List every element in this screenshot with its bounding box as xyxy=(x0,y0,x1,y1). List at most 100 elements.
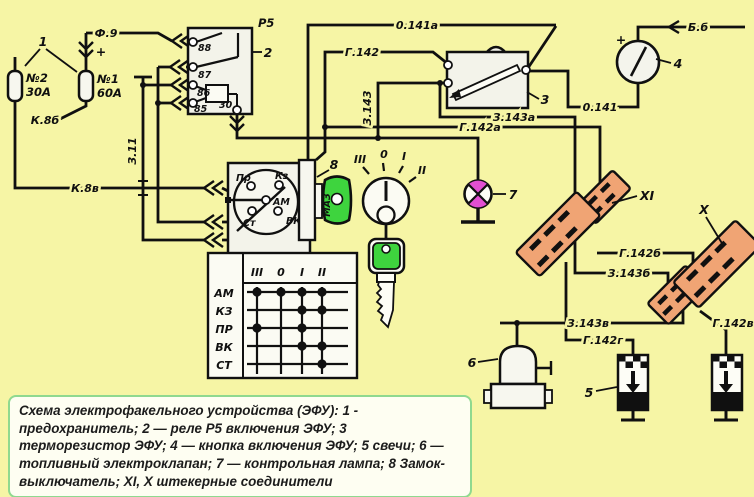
caption-box: Схема электрофакельного устройства (ЭФУ)… xyxy=(8,395,472,497)
key-blade xyxy=(375,281,395,329)
relay-terminal-30 xyxy=(232,105,242,115)
label-kz: Кз xyxy=(275,171,289,182)
label-pr: Пр xyxy=(236,173,251,184)
table-mark xyxy=(252,323,262,333)
connector-x-label: X xyxy=(698,202,710,217)
relay-terminal-88 xyxy=(188,37,198,47)
table-mark xyxy=(317,359,327,369)
relay-terminal-85 xyxy=(188,98,198,108)
wire-o141 xyxy=(526,69,640,109)
button-actuator xyxy=(629,46,648,77)
junction-dots xyxy=(140,80,520,326)
callout-7: 7 xyxy=(509,187,518,202)
lamp-bottom-quadrant xyxy=(468,194,488,208)
valve-tab-left xyxy=(483,389,492,404)
table-mark xyxy=(297,287,307,297)
wire-label-o141a: 0.141а xyxy=(396,19,438,32)
chevron-icon xyxy=(168,77,191,93)
row-am: АМ xyxy=(213,287,234,300)
wire-z143-up xyxy=(376,81,448,138)
wire-label-z143: З.143 xyxy=(361,90,374,125)
wire-labels: Ф.9 К.8б К.8в З.11 0.141а 0.141 Б.б Г.14… xyxy=(28,17,754,350)
wire-label-z11: З.11 xyxy=(126,137,139,164)
chevron-icon xyxy=(201,180,224,196)
chevron-icon xyxy=(201,232,224,248)
contact-table: III 0 I II АМ КЗ ПР ВК СТ xyxy=(206,251,359,380)
pos-II: II xyxy=(418,164,426,177)
col-I: I xyxy=(300,266,304,279)
wire-bb xyxy=(636,25,745,42)
button-plus: + xyxy=(616,32,626,47)
relay-title: Р5 xyxy=(258,16,274,30)
valve-base xyxy=(489,382,547,410)
glow-plug-left xyxy=(616,353,650,412)
fuse-1-icon xyxy=(77,69,95,103)
pos-III: III xyxy=(354,153,366,166)
chevron-icon xyxy=(201,214,224,230)
callout-5-leader xyxy=(595,386,618,392)
relay-p5: 88 87 86 85 30 Р5 2 xyxy=(186,16,274,116)
fuel-valve: 6 xyxy=(468,344,553,410)
table-mark xyxy=(276,287,286,297)
glow-plugs: 5 xyxy=(585,353,744,412)
fuse-block: 1 №2 30А №1 60А + xyxy=(6,34,122,103)
wire-label-g142g: Г.142г xyxy=(583,334,624,347)
relay-t85-label: 85 xyxy=(194,104,208,115)
wire-label-z143v: З.143в xyxy=(567,317,609,330)
switch-rotor-icon xyxy=(236,186,286,232)
relay-terminal-87 xyxy=(188,62,198,72)
fuse2-amps: 30А xyxy=(26,85,51,99)
chevron-down-icon xyxy=(78,41,94,59)
fuse-2-icon xyxy=(6,69,24,103)
label-st: Ст xyxy=(243,218,256,229)
fuse2-number: №2 xyxy=(25,71,48,85)
connector-xi-label: XI xyxy=(639,188,655,203)
label-am: АМ xyxy=(272,197,290,208)
wire-label-z143b: З.143б xyxy=(608,267,651,280)
x-upper-half xyxy=(673,220,754,308)
thermo-element-icon xyxy=(451,63,522,102)
terminal-st xyxy=(247,206,257,216)
callout-1: 1 xyxy=(39,34,48,49)
table-frame xyxy=(206,251,359,380)
terminal-vk xyxy=(273,206,283,216)
valve-tab-right xyxy=(544,389,553,404)
table-mark xyxy=(252,287,262,297)
wire-label-z143a: З.143а xyxy=(493,111,535,124)
wire-k8v xyxy=(13,57,204,190)
xi-leader xyxy=(611,195,638,204)
table-mark xyxy=(317,287,327,297)
wire-z11-junction-ticks xyxy=(138,180,148,196)
wires xyxy=(13,23,745,422)
plus-sign: + xyxy=(96,44,106,59)
wire-g142a xyxy=(325,125,602,195)
relay-coil-leads xyxy=(194,85,238,107)
wire-g142v xyxy=(699,309,728,355)
thermo-terminal-1 xyxy=(443,60,453,70)
wire-label-o141: 0.141 xyxy=(583,101,618,114)
wire-lamp-ground xyxy=(461,208,495,224)
row-st: СТ xyxy=(216,359,233,372)
pos-I: I xyxy=(402,150,406,163)
table-mark xyxy=(297,341,307,351)
connector-xi: XI xyxy=(515,170,655,277)
wire-label-g142: Г.142 xyxy=(345,46,379,59)
table-dividers xyxy=(242,253,357,378)
table-mark xyxy=(297,305,307,315)
chevron-icon xyxy=(167,59,190,75)
thermo-terminal-3 xyxy=(521,65,531,75)
chevron-down-icon xyxy=(229,115,245,133)
wire-plug-left-ground xyxy=(621,410,645,422)
maz-brand-label: МАЗ xyxy=(322,193,333,217)
indicator-hub xyxy=(376,205,396,225)
wire-label-bb: Б.б xyxy=(688,21,709,34)
thermoresistor: 3 xyxy=(443,45,549,110)
wire-f9 xyxy=(86,31,173,43)
wire-g142 xyxy=(315,50,449,162)
table-mark xyxy=(297,323,307,333)
relay-t86-label: 86 xyxy=(197,88,211,99)
row-vk: ВК xyxy=(215,341,233,354)
label-vk: ВК xyxy=(286,216,302,227)
x-leader xyxy=(705,216,724,246)
